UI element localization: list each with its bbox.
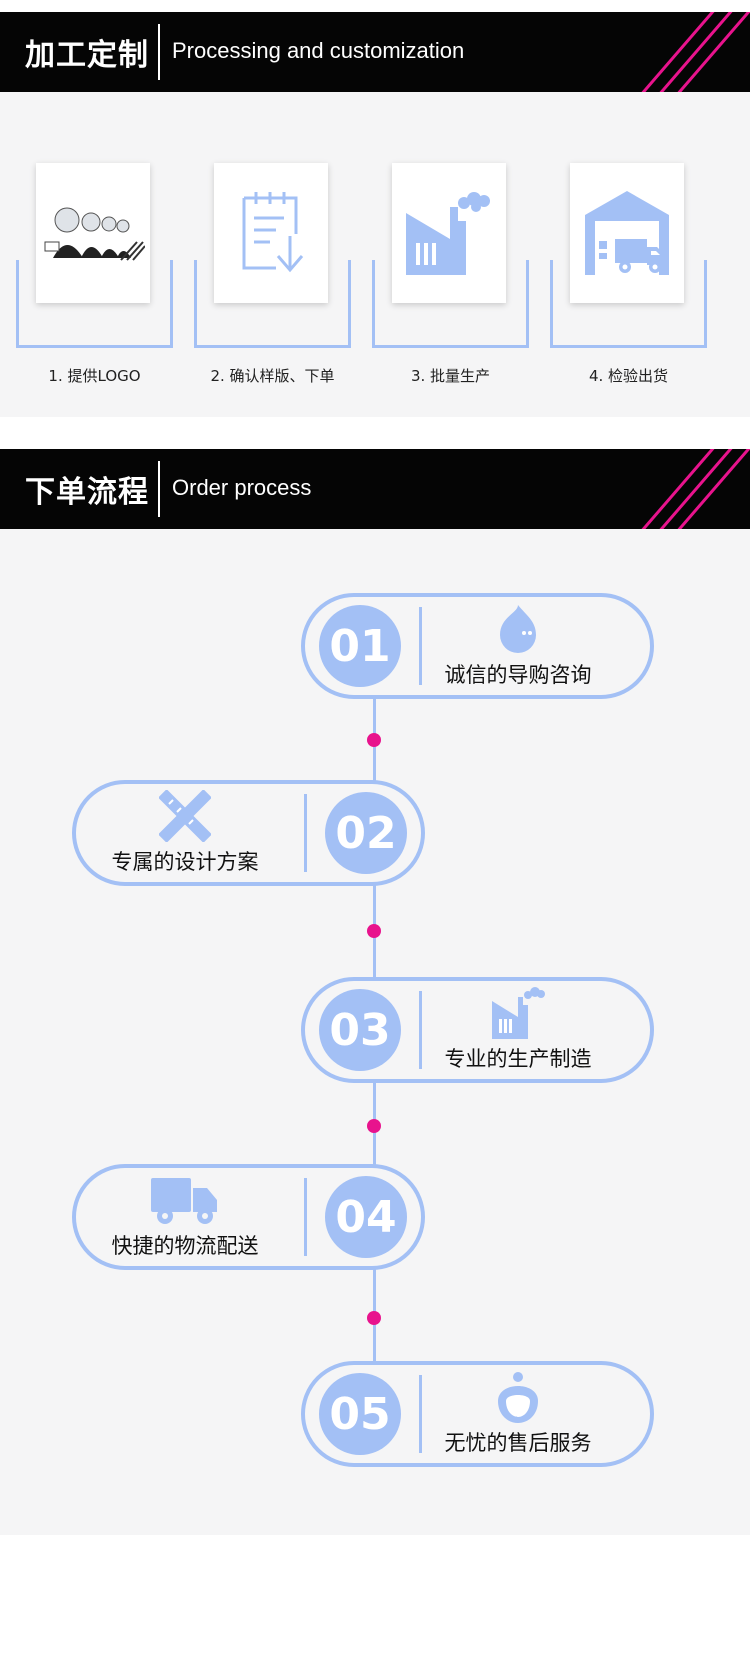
- step-number: 04: [325, 1176, 407, 1258]
- delivery-truck-icon: [151, 1178, 217, 1224]
- step-label: 3. 批量生产: [410, 367, 491, 385]
- step-frame: [550, 260, 707, 348]
- step-number: 02: [325, 792, 407, 874]
- timeline-dot: [367, 1119, 381, 1133]
- pill-divider: [419, 991, 422, 1069]
- pencil-ruler-icon: [159, 790, 211, 842]
- step-number: 03: [319, 989, 401, 1071]
- step-frame: [372, 260, 529, 348]
- step-text: 专业的生产制造: [444, 1047, 592, 1071]
- step-card: [214, 163, 328, 303]
- step-number: 05: [319, 1373, 401, 1455]
- step-label: 4. 检验出货: [588, 367, 669, 385]
- step-frame: [194, 260, 351, 348]
- pink-stripes-decoration: [641, 449, 750, 529]
- chat-bubble-icon: [500, 605, 536, 653]
- step-text: 快捷的物流配送: [111, 1234, 259, 1258]
- order-title-en: Order process: [172, 475, 312, 500]
- pink-stripes-decoration: [641, 12, 750, 92]
- step-card: [36, 163, 150, 303]
- banner-divider: [158, 24, 160, 80]
- order-title-cn: 下单流程: [25, 475, 149, 510]
- pencil-ruler-icon-wrap: [100, 790, 270, 842]
- step-label: 1. 提供LOGO: [48, 367, 141, 385]
- processing-banner: 加工定制 Processing and customization: [0, 12, 750, 92]
- pill-divider: [304, 1178, 307, 1256]
- timeline-dot: [367, 1311, 381, 1325]
- process-step-consultation: 01 诚信的导购咨询: [301, 593, 654, 699]
- step-card: [392, 163, 506, 303]
- processing-title-cn: 加工定制: [25, 38, 149, 73]
- process-step-production: 03 专业的生产制造: [301, 977, 654, 1083]
- clipboard-download-icon: [242, 192, 304, 273]
- pill-divider: [304, 794, 307, 872]
- factory-icon: [492, 987, 545, 1039]
- step-number: 01: [319, 605, 401, 687]
- timeline-dot: [367, 733, 381, 747]
- step-card: [570, 163, 684, 303]
- timeline-dot: [367, 924, 381, 938]
- step-text: 无忧的售后服务: [444, 1431, 592, 1455]
- process-step-design: 02 专属的设计方案: [72, 780, 425, 886]
- delivery-truck-icon-wrap: [100, 1174, 270, 1226]
- step-frame: [16, 260, 173, 348]
- banner-divider: [158, 461, 160, 517]
- pill-divider: [419, 607, 422, 685]
- order-process-banner: 下单流程 Order process: [0, 449, 750, 529]
- support-agent-icon: [498, 1372, 538, 1423]
- step-label: 2. 确认样版、下单: [210, 367, 335, 385]
- pill-divider: [419, 1375, 422, 1453]
- processing-title-en: Processing and customization: [172, 38, 465, 63]
- support-agent-icon-wrap: [433, 1371, 603, 1423]
- factory-icon: [406, 192, 490, 275]
- warehouse-truck-icon: [585, 191, 669, 275]
- process-step-delivery: 04 快捷的物流配送: [72, 1164, 425, 1270]
- process-step-after-sales: 05 无忧的售后服务: [301, 1361, 654, 1467]
- step-text: 诚信的导购咨询: [444, 663, 592, 687]
- chat-bubble-icon-wrap: [433, 603, 603, 655]
- customer-service-team-icon: [44, 207, 145, 261]
- step-text: 专属的设计方案: [111, 850, 259, 874]
- factory-icon-wrap: [433, 987, 603, 1039]
